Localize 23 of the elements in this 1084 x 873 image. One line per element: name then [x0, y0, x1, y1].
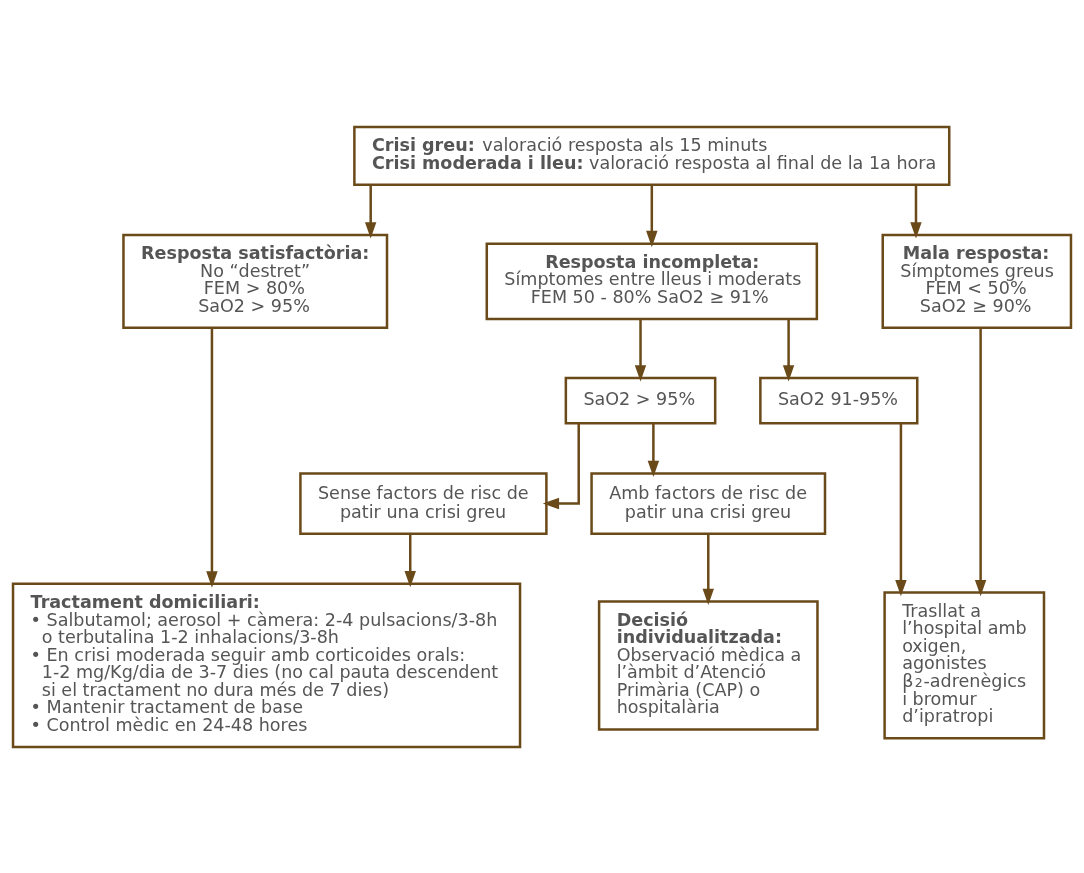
arrow: [206, 327, 218, 588]
node-box: Decisió individualitzada: Observació mèdica a l’àmbit d’Atenció Primària (CAP) o hospitalària: [597, 599, 819, 731]
node-box: Mala resposta: Símptomes greus FEM < 50% SaO2 ≥ 90%: [881, 233, 1073, 329]
arrow: [634, 318, 647, 381]
node-box: SaO2 > 95%: [564, 376, 717, 424]
arrow: [646, 184, 658, 247]
arrow: [364, 184, 377, 239]
arrow: [974, 327, 987, 596]
node-box: Trasllat a l’hospital amb oxigen, agonistes β2-adrenègics i bromur d’ipratropi: [883, 590, 1046, 739]
arrow: [404, 533, 416, 587]
node-box: Crisi greu: valoració resposta als 15 minuts Crisi moderada i lleu: valoració resposta al final de la 1a hora: [353, 125, 951, 186]
node-box: Resposta satisfactòria: No “destret” FEM > 80% SaO2 > 95%: [122, 233, 389, 329]
arrow: [895, 423, 907, 596]
arrow: [647, 422, 660, 477]
arrow: [542, 422, 580, 509]
node-box: Amb factors de risc de patir una crisi greu: [590, 471, 827, 535]
node-box: Tractament domiciliari: • Salbutamol; aerosol + càmera: 2-4 pulsacions/3-8h o terbutalina 1-2 inhalacions/3-8h • En crisi moderada seguir amb corticoides orals: 1-2 mg/Kg/dia de 3-7 dies (no cal pauta descendent si el tractament no dura més de 7 dies) • Mantenir tractament de base • Control mèdic en 24-48 hores: [11, 582, 522, 748]
arrow: [702, 533, 714, 605]
node-box: SaO2 91-95%: [759, 376, 919, 424]
arrow: [782, 318, 795, 381]
node-box: Sense factors de risc de patir una crisi greu: [299, 471, 548, 535]
arrow: [910, 184, 922, 239]
node-box: Resposta incompleta: Símptomes entre lleus i moderats FEM 50 - 80% SaO2 ≥ 91%: [485, 241, 819, 320]
